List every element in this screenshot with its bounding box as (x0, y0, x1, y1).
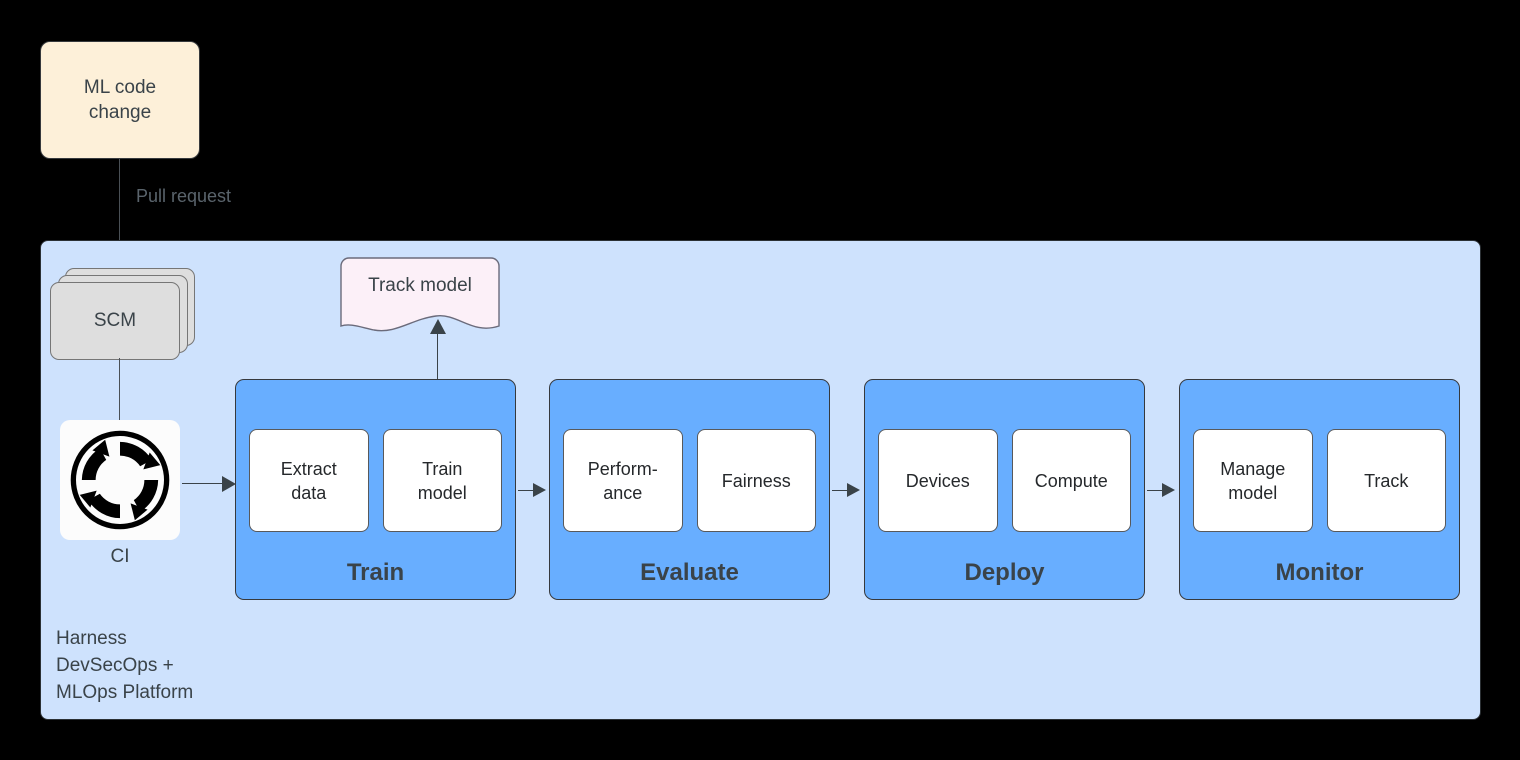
ml-code-change-node[interactable]: ML code change (40, 41, 200, 159)
deploy-to-monitor-connector-line (1147, 490, 1165, 491)
scm-to-ci-connector-line (119, 358, 120, 434)
ci-to-train-arrowhead-icon (222, 476, 236, 492)
stage-deploy-item-devices[interactable]: Devices (878, 429, 998, 532)
stage-train-item-train-model[interactable]: Train model (382, 429, 502, 532)
stage-monitor-items: Manage model Track (1193, 429, 1446, 532)
track-model-note[interactable]: Track model (340, 257, 500, 335)
train-to-evaluate-arrowhead-icon (533, 483, 546, 497)
deploy-to-monitor-arrowhead-icon (1162, 483, 1175, 497)
scm-node[interactable]: SCM (50, 268, 195, 360)
document-wave-note-icon (340, 257, 500, 332)
stage-monitor-item-track[interactable]: Track (1326, 429, 1446, 532)
track-model-note-label: Track model (368, 275, 472, 296)
continuous-integration-cycle-icon (70, 430, 170, 530)
stage-deploy-items: Devices Compute (878, 429, 1131, 532)
scm-stack-layer-front: SCM (50, 282, 180, 360)
stage-deploy[interactable]: Devices Compute Deploy (864, 379, 1145, 600)
train-to-track-model-connector-line (437, 333, 438, 381)
stage-evaluate-title: Evaluate (640, 559, 739, 586)
stage-evaluate-item-performance[interactable]: Perform- ance (563, 429, 683, 532)
ci-node[interactable] (60, 420, 180, 540)
stage-monitor-title: Monitor (1275, 559, 1364, 586)
stage-evaluate[interactable]: Perform- ance Fairness Evaluate (549, 379, 830, 600)
stage-train-items: Extract data Train model (249, 429, 502, 532)
train-to-track-model-arrowhead-icon (430, 319, 446, 334)
stage-monitor[interactable]: Manage model Track Monitor (1179, 379, 1460, 600)
stage-train[interactable]: Extract data Train model Train (235, 379, 516, 600)
stage-train-title: Train (346, 559, 405, 586)
platform-label: Harness DevSecOps + MLOps Platform (56, 628, 194, 703)
pull-request-edge-label: Pull request (136, 186, 232, 206)
ci-label: CI (110, 546, 130, 567)
evaluate-to-deploy-arrowhead-icon (847, 483, 860, 497)
ci-to-train-connector-line (182, 483, 224, 484)
stage-deploy-item-compute[interactable]: Compute (1011, 429, 1131, 532)
train-to-evaluate-connector-line (518, 490, 536, 491)
stage-evaluate-items: Perform- ance Fairness (563, 429, 816, 532)
stage-train-item-extract-data[interactable]: Extract data (249, 429, 369, 532)
pull-request-connector-line (119, 159, 120, 259)
stage-evaluate-item-fairness[interactable]: Fairness (696, 429, 816, 532)
evaluate-to-deploy-connector-line (832, 490, 850, 491)
stage-deploy-title: Deploy (964, 559, 1045, 586)
scm-label: SCM (93, 310, 137, 331)
stage-monitor-item-manage-model[interactable]: Manage model (1193, 429, 1313, 532)
